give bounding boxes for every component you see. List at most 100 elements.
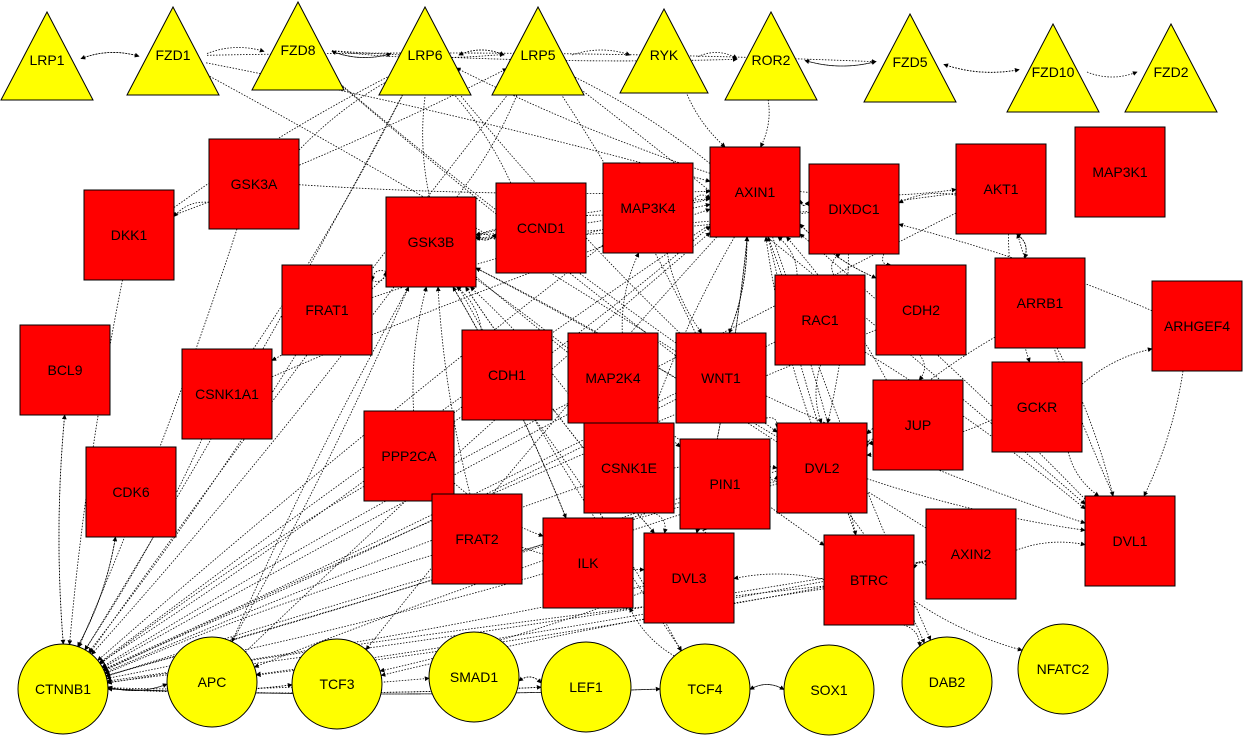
node-arrb1[interactable]: ARRB1 [994, 257, 1086, 349]
edge-map2k4-to-map3k4 [621, 252, 640, 334]
edge-arrb1-to-akt1 [1015, 233, 1027, 259]
node-smad1[interactable]: SMAD1 [428, 631, 520, 723]
edge-wnt1-to-fzd1 [201, 71, 677, 352]
edge-arhgef4-to-dixdc1 [898, 223, 1153, 312]
node-csnk1e[interactable]: CSNK1E [583, 422, 675, 514]
node-label: ARHGEF4 [1164, 318, 1230, 334]
edge-dkk1-to-lrp6 [173, 72, 397, 208]
node-label: SMAD1 [450, 669, 498, 685]
node-label: LRP6 [407, 47, 442, 63]
node-axin1[interactable]: AXIN1 [709, 146, 801, 238]
node-shape-square [495, 182, 587, 274]
edge-gsk3b-to-frat1 [370, 270, 387, 282]
node-rac1[interactable]: RAC1 [774, 274, 866, 366]
edge-wnt1-to-dvl2 [765, 417, 780, 429]
node-cdk6[interactable]: CDK6 [85, 446, 177, 538]
node-ror2[interactable]: ROR2 [724, 10, 818, 101]
node-dab2[interactable]: DAB2 [901, 636, 993, 728]
node-btrc[interactable]: BTRC [823, 534, 915, 626]
node-shape-square [776, 422, 868, 514]
node-sox1[interactable]: SOX1 [783, 644, 875, 736]
node-dvl2[interactable]: DVL2 [776, 422, 868, 514]
node-bcl9[interactable]: BCL9 [19, 324, 111, 416]
edge-axin1-to-csnk1e [648, 236, 735, 424]
node-label: CSNK1A1 [195, 386, 259, 402]
node-fzd10[interactable]: FZD10 [1006, 22, 1100, 113]
edge-arhgef4-to-dvl1 [1143, 370, 1184, 497]
node-gckr[interactable]: GCKR [991, 361, 1083, 453]
node-label: PIN1 [709, 476, 740, 492]
edge-gckr-to-arhgef4 [1081, 347, 1153, 385]
node-frat2[interactable]: FRAT2 [431, 493, 523, 585]
node-arhgef4[interactable]: ARHGEF4 [1151, 280, 1243, 372]
node-fzd2[interactable]: FZD2 [1124, 22, 1218, 113]
node-map3k4[interactable]: MAP3K4 [602, 162, 694, 254]
node-map2k4[interactable]: MAP2K4 [567, 332, 659, 424]
node-tcf4[interactable]: TCF4 [659, 643, 751, 735]
node-dixdc1[interactable]: DIXDC1 [808, 163, 900, 255]
node-csnk1a1[interactable]: CSNK1A1 [181, 348, 273, 440]
node-wnt1[interactable]: WNT1 [675, 332, 767, 424]
node-axin2[interactable]: AXIN2 [925, 508, 1017, 600]
node-cdh1[interactable]: CDH1 [461, 329, 553, 421]
edge-fzd1-to-lrp1 [80, 52, 140, 60]
node-label: FZD8 [281, 42, 316, 58]
node-ilk[interactable]: ILK [542, 517, 634, 609]
node-map3k1[interactable]: MAP3K1 [1074, 126, 1166, 218]
edge-csnk1a1-to-ctnnb1 [84, 438, 203, 651]
node-apc[interactable]: APC [166, 636, 258, 728]
node-shape-square [925, 508, 1017, 600]
edge-wnt1-to-axin1 [728, 236, 750, 334]
node-nfatc2[interactable]: NFATC2 [1017, 623, 1109, 715]
node-jup[interactable]: JUP [872, 379, 964, 471]
node-label: BTRC [850, 572, 888, 588]
node-tcf3[interactable]: TCF3 [291, 638, 383, 730]
edge-axin1-to-tcf3 [365, 236, 718, 651]
node-label: GCKR [1017, 399, 1057, 415]
edge-dvl2-to-axin1 [764, 236, 812, 424]
node-shape-triangle [724, 10, 818, 101]
edge-akt1-to-arrb1 [1016, 233, 1029, 259]
node-label: FZD2 [1154, 64, 1189, 80]
node-shape-square [83, 189, 175, 281]
edge-gsk3b-to-apc [231, 286, 409, 643]
edge-ppp2ca-to-ctnnb1 [99, 485, 365, 665]
node-fzd5[interactable]: FZD5 [863, 12, 957, 103]
node-lrp5[interactable]: LRP5 [491, 5, 585, 96]
node-lrp6[interactable]: LRP6 [378, 5, 472, 96]
node-dvl3[interactable]: DVL3 [643, 532, 735, 624]
node-ppp2ca[interactable]: PPP2CA [363, 410, 455, 502]
edge-lrp5-to-ryk [571, 49, 631, 56]
node-label: DVL1 [1112, 533, 1147, 549]
edge-lrp6-to-ctnnb1 [84, 84, 409, 651]
node-gsk3a[interactable]: GSK3A [208, 138, 300, 230]
edge-btrc-to-tcf3 [380, 588, 825, 677]
node-fzd8[interactable]: FZD8 [251, 0, 345, 91]
node-shape-triangle [378, 5, 472, 96]
node-frat1[interactable]: FRAT1 [281, 264, 373, 356]
node-shape-circle [540, 641, 632, 733]
edge-gsk3b-to-lrp6 [422, 88, 430, 198]
edge-axin1-to-lrp5 [566, 72, 711, 164]
node-label: MAP3K4 [620, 200, 675, 216]
edge-axin1-to-dixdc1 [799, 199, 810, 207]
node-dkk1[interactable]: DKK1 [83, 189, 175, 281]
edge-dvl3-to-tcf3 [379, 591, 645, 673]
node-ctnnb1[interactable]: CTNNB1 [17, 643, 109, 735]
node-lrp1[interactable]: LRP1 [0, 10, 94, 101]
node-label: FZD1 [156, 47, 191, 63]
node-shape-square [431, 493, 523, 585]
node-ccnd1[interactable]: CCND1 [495, 182, 587, 274]
node-label: TCF4 [688, 681, 723, 697]
node-pin1[interactable]: PIN1 [679, 438, 771, 530]
node-dvl1[interactable]: DVL1 [1084, 495, 1176, 587]
node-cdh2[interactable]: CDH2 [875, 264, 967, 356]
node-shape-square [363, 410, 455, 502]
node-akt1[interactable]: AKT1 [955, 143, 1047, 235]
node-ryk[interactable]: RYK [619, 7, 709, 94]
node-gsk3b[interactable]: GSK3B [385, 196, 477, 288]
node-lef1[interactable]: LEF1 [540, 641, 632, 733]
edge-ctnnb1-to-smad1 [107, 676, 430, 690]
node-fzd1[interactable]: FZD1 [126, 5, 220, 96]
node-shape-circle [659, 643, 751, 735]
